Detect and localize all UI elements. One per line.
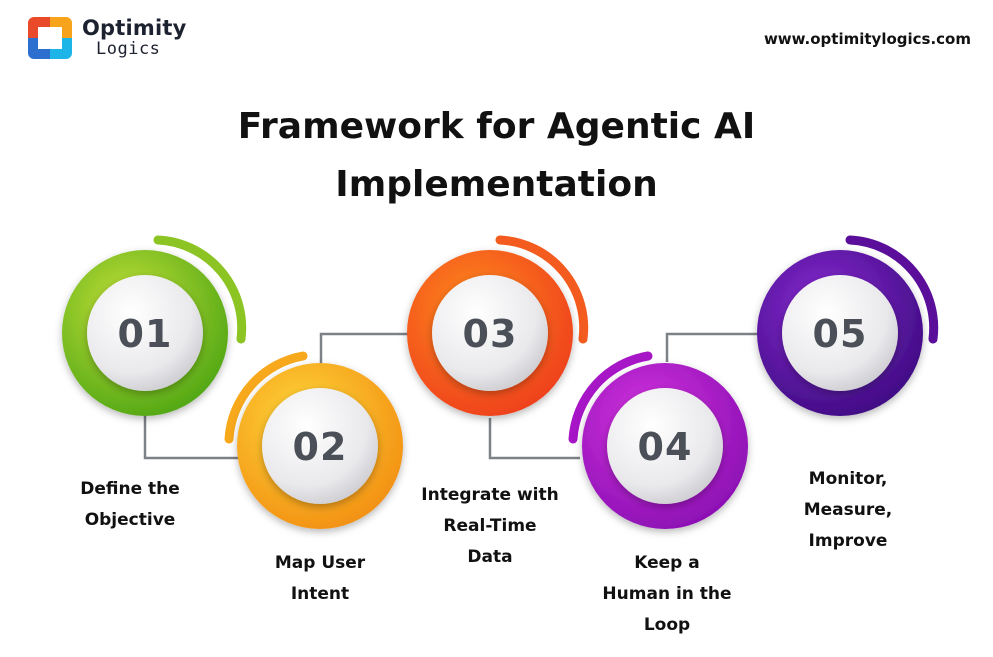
step-2-number: 02 <box>293 425 348 469</box>
brand-name-line2: Logics <box>96 39 161 59</box>
step-3-number: 03 <box>463 312 518 356</box>
step-4-label: Keep a Human in the Loop <box>602 553 732 635</box>
connector-2 <box>319 332 412 363</box>
page-title-line1: Framework for Agentic AI <box>237 106 756 147</box>
step-5-circle: 05 <box>757 235 939 416</box>
brand-logo: Optimity Logics <box>26 14 187 62</box>
brand-name-line1: Optimity <box>82 16 187 40</box>
page-title-line2: Implementation <box>335 164 658 205</box>
website-url[interactable]: www.optimitylogics.com <box>763 30 971 48</box>
step-2-circle: 02 <box>224 351 403 529</box>
step-4-circle: 04 <box>568 351 748 529</box>
connector-1 <box>143 412 244 460</box>
step-5-number: 05 <box>813 312 868 356</box>
step-3-label: Integrate with Real-Time Data <box>421 485 559 567</box>
step-4-number: 04 <box>638 425 693 469</box>
connector-3 <box>488 418 580 460</box>
brand-logo-icon <box>28 17 72 59</box>
step-1-number: 01 <box>118 312 173 356</box>
step-1-circle: 01 <box>62 235 247 416</box>
step-2-label: Map User Intent <box>274 553 366 604</box>
step-5-label: Monitor, Measure, Improve <box>803 469 893 551</box>
step-1-label: Define the Objective <box>80 479 180 530</box>
connector-4 <box>665 332 758 362</box>
step-3-circle: 03 <box>407 235 589 416</box>
